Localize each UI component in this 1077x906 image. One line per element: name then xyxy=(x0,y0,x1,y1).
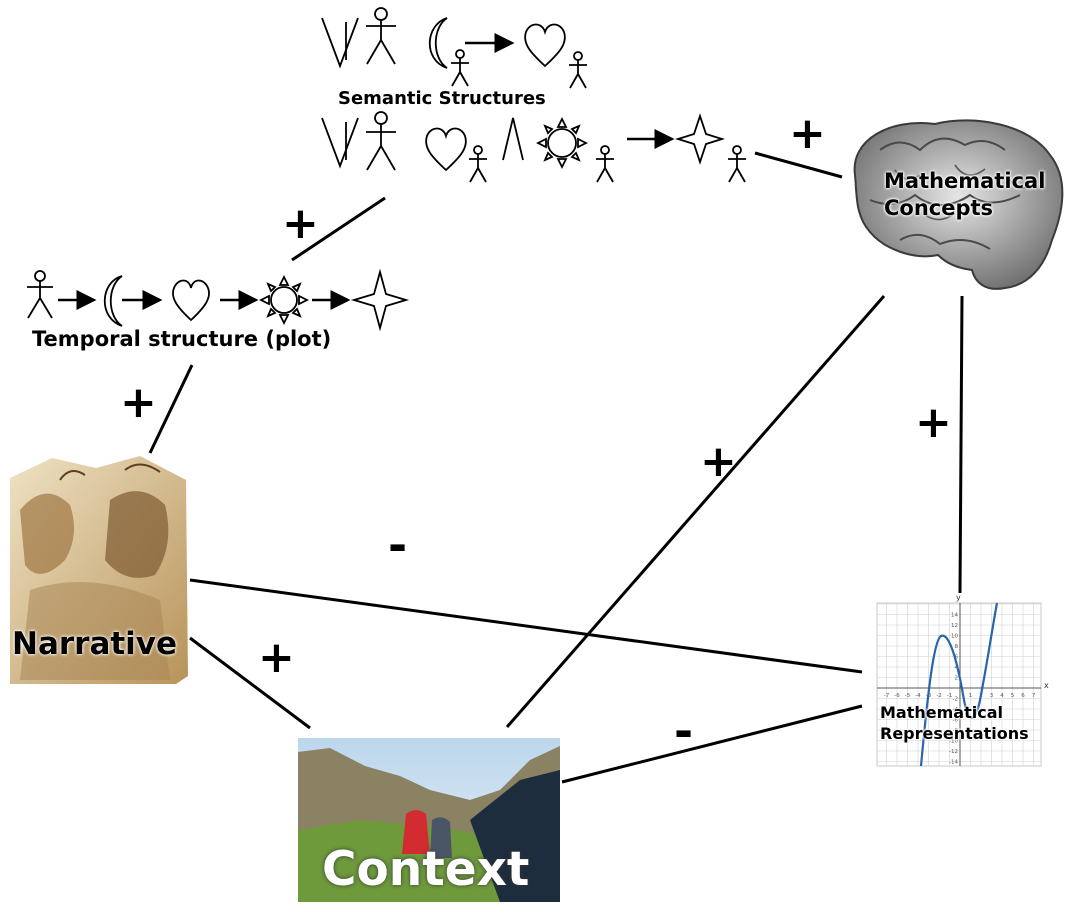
and-icon xyxy=(502,117,524,161)
graph-x-tick-label: -7 xyxy=(884,693,890,699)
graph-x-tick-label: 6 xyxy=(1021,693,1025,699)
context-label: Context xyxy=(322,842,530,897)
graph-y-axis-label: y xyxy=(956,593,961,602)
star-icon xyxy=(674,113,726,165)
brain-image xyxy=(853,119,1064,290)
sign-semantic-temporal: + xyxy=(282,198,319,249)
narrative-image xyxy=(10,456,188,684)
forall-icon xyxy=(321,117,359,169)
person-icon xyxy=(728,145,746,183)
heart-icon xyxy=(524,23,566,68)
graph-y-tick-label: 8 xyxy=(955,644,959,650)
sun-icon xyxy=(535,116,589,170)
graph-x-tick-label: 4 xyxy=(1000,693,1004,699)
link-semantic-brain xyxy=(754,151,843,179)
graph-y-tick-label: 2 xyxy=(955,676,959,682)
person-icon xyxy=(569,51,587,89)
connectors xyxy=(148,151,964,784)
link-semantic-temporal xyxy=(291,196,386,262)
mathematical-representations-line2: Representations xyxy=(880,724,1029,743)
link-temporal-narrative xyxy=(148,364,194,454)
sun-icon xyxy=(258,274,310,326)
semantic-structures-label: Semantic Structures xyxy=(338,88,546,109)
sign-brain-representations: + xyxy=(915,397,952,448)
narrative-label: Narrative xyxy=(12,626,178,662)
graph-y-tick-label: -4 xyxy=(953,707,959,713)
star-icon xyxy=(350,268,410,332)
temporal-structure-label: Temporal structure (plot) xyxy=(32,327,332,351)
graph-x-tick-label: -2 xyxy=(936,693,941,699)
link-brain-representations xyxy=(958,295,964,594)
person-icon xyxy=(27,270,53,319)
moon-icon xyxy=(428,17,448,69)
graph-y-tick-label: -12 xyxy=(949,749,958,755)
mathematical-concepts-line1: Mathematical xyxy=(884,169,1046,193)
sign-brain-context: + xyxy=(700,436,737,487)
link-context-representations xyxy=(561,704,863,784)
link-narrative-context xyxy=(189,636,311,730)
graph-x-tick-label: -5 xyxy=(905,693,911,699)
graph-y-tick-label: -6 xyxy=(953,718,959,724)
semantic-structures-glyphs xyxy=(321,7,587,89)
graph-x-tick-label: 1 xyxy=(969,693,973,699)
person-icon xyxy=(366,111,396,171)
mathematical-concepts-line2: Concepts xyxy=(884,196,994,220)
graph-y-tick-label: 6 xyxy=(955,655,959,661)
sign-temporal-narrative: + xyxy=(120,377,157,428)
context-image xyxy=(298,738,560,902)
graph-x-tick-label: 3 xyxy=(990,693,994,699)
graph-curve xyxy=(919,602,999,767)
graph-y-tick-label: 12 xyxy=(951,623,958,629)
graph-x-tick-label: 7 xyxy=(1032,693,1036,699)
sign-narrative-representations: - xyxy=(388,518,408,572)
graph-y-tick-label: -8 xyxy=(953,728,959,734)
sign-narrative-context: + xyxy=(258,632,295,683)
graph-x-tick-label: -1 xyxy=(947,693,952,699)
link-narrative-representations xyxy=(189,578,863,674)
person-icon xyxy=(366,7,396,65)
graph-y-tick-label: -2 xyxy=(953,697,958,703)
sign-semantic-brain: + xyxy=(789,108,826,159)
mathematical-representations-line1: Mathematical xyxy=(880,703,1003,722)
graph-x-tick-label: -4 xyxy=(915,693,921,699)
graph-x-tick-label: 5 xyxy=(1011,693,1015,699)
moon-icon xyxy=(103,275,123,327)
link-brain-context xyxy=(505,295,886,728)
graph-y-tick-label: 10 xyxy=(951,634,958,640)
graph-x-tick-label: -6 xyxy=(894,693,900,699)
graph-y-tick-label: -10 xyxy=(949,739,958,745)
mathematical-concepts-label: Mathematical Concepts xyxy=(884,168,1045,222)
person-icon xyxy=(469,145,487,183)
graph-y-tick-label: -14 xyxy=(949,760,958,766)
person-icon xyxy=(596,145,614,183)
semantic-structures-glyphs-row2 xyxy=(321,111,746,183)
forall-icon xyxy=(321,17,359,69)
temporal-structure-glyphs xyxy=(27,268,410,332)
heart-icon xyxy=(425,127,467,172)
graph-x-axis-label: x xyxy=(1044,681,1049,690)
heart-icon xyxy=(172,279,210,322)
sign-context-representations: - xyxy=(674,704,694,758)
mathematical-representations-label: Mathematical Representations xyxy=(880,702,1029,744)
graph-y-tick-label: 14 xyxy=(951,613,958,619)
person-icon xyxy=(451,49,469,87)
